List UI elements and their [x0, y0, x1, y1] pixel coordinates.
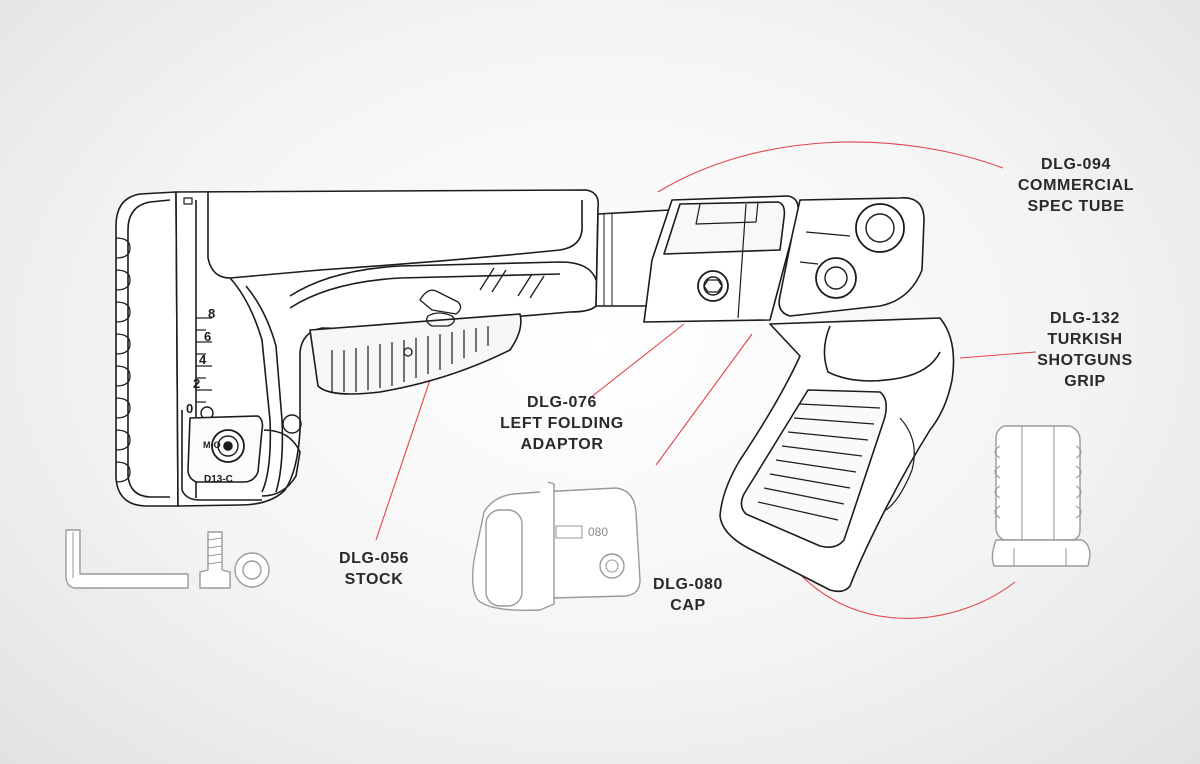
hardware-drawing [65, 529, 270, 589]
label-grip-line2: SHOTGUNS [1037, 352, 1133, 369]
label-grip: DLG-132 TURKISH SHOTGUNS GRIP [1030, 308, 1140, 392]
label-folding-adaptor-part: DLG-076 [527, 394, 597, 411]
scale-mark-2: 2 [193, 376, 200, 391]
scale-mark-0: 0 [186, 401, 193, 416]
leader-grip [959, 351, 1037, 359]
label-spec-tube-line2: SPEC TUBE [1027, 198, 1125, 215]
label-folding-adaptor: DLG-076 LEFT FOLDING ADAPTOR [492, 392, 632, 455]
scale-mark-6: 6 [204, 329, 211, 344]
scale-mark-8: 8 [208, 306, 215, 321]
stock-model-mark: D13-C [204, 474, 233, 485]
label-cap-line1: CAP [670, 597, 706, 614]
leader-lines [375, 141, 1037, 619]
stock-drawing [115, 189, 600, 507]
washer [234, 552, 270, 588]
leader-cap [655, 333, 753, 466]
leader-stock [375, 367, 435, 541]
grip-plug-drawing [991, 425, 1091, 567]
label-stock: DLG-056 STOCK [326, 548, 422, 590]
hex-key [65, 529, 189, 589]
label-grip-part: DLG-132 [1050, 310, 1120, 327]
scale-mark-4: 4 [199, 352, 207, 367]
shotgun-grip-drawing [719, 197, 955, 593]
label-spec-tube: DLG-094 COMMERCIAL SPEC TUBE [1012, 154, 1140, 217]
label-stock-part: DLG-056 [339, 550, 409, 567]
leader-adaptor [589, 323, 685, 399]
bolt [199, 531, 231, 589]
stock-logo-mark: M•O [203, 440, 221, 450]
leader-cap-plug [795, 569, 1016, 619]
label-spec-tube-line1: COMMERCIAL [1017, 177, 1135, 194]
stock-scale: 8 6 4 2 0 [186, 306, 215, 416]
label-grip-line1: TURKISH [1047, 331, 1123, 348]
label-cap: DLG-080 CAP [640, 574, 736, 616]
grip-plug [995, 425, 1081, 541]
leader-tube [657, 141, 1004, 193]
label-spec-tube-part: DLG-094 [1041, 156, 1111, 173]
cap-marking: 080 [588, 525, 608, 539]
butt-pad-ribs [115, 237, 131, 483]
label-grip-line3: GRIP [1064, 373, 1106, 390]
label-cap-part: DLG-080 [653, 576, 723, 593]
label-folding-adaptor-line1: LEFT FOLDING [500, 415, 624, 432]
cap-drawing [471, 481, 641, 611]
stock-butt-pad [115, 191, 179, 507]
label-stock-line1: STOCK [344, 571, 404, 588]
receiver-mount [778, 197, 925, 317]
adaptor-hex-bolt [697, 270, 729, 302]
cap-body [539, 487, 641, 599]
label-folding-adaptor-line2: ADAPTOR [520, 436, 604, 453]
folding-adaptor-drawing [643, 195, 800, 323]
